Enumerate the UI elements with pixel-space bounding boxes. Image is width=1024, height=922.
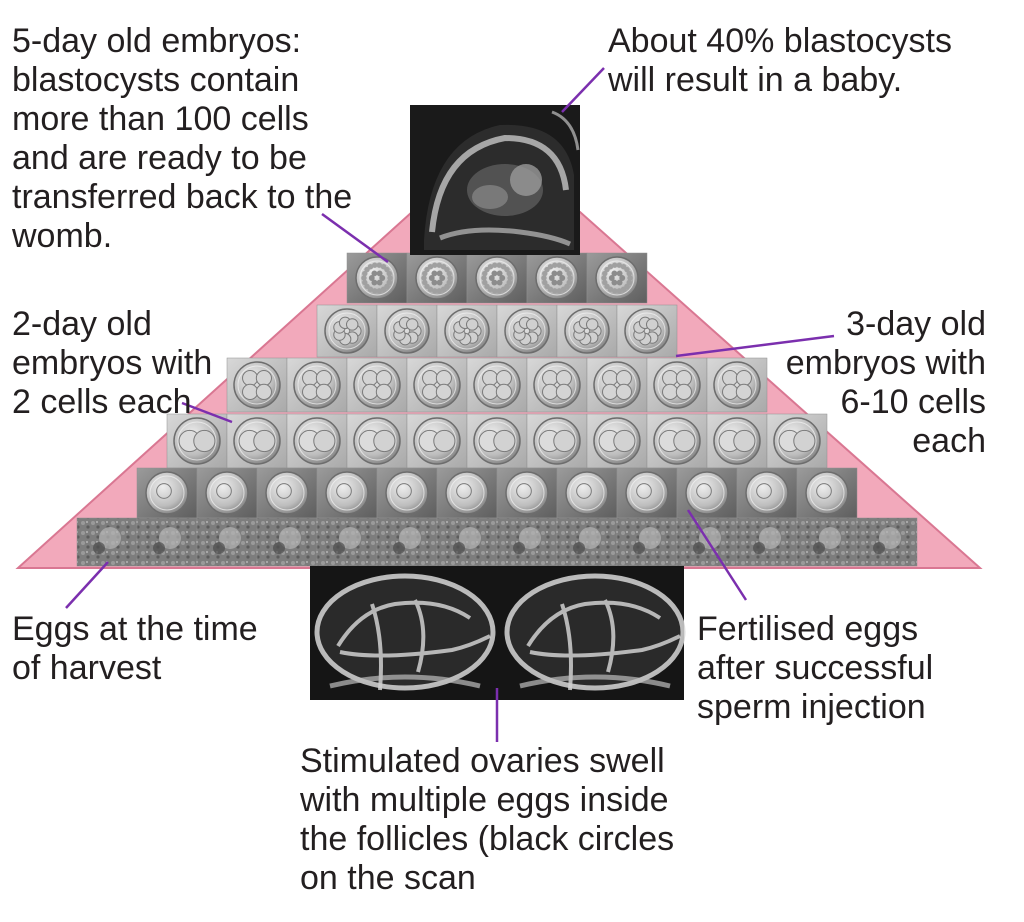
embryo-tile <box>646 357 708 413</box>
label-baby: About 40% blastocysts will result in a b… <box>608 22 952 99</box>
embryo-tile <box>466 413 528 469</box>
ovary-ultrasound-image <box>310 566 686 700</box>
leader-lines <box>65 67 835 742</box>
embryo-row-egg <box>76 517 918 567</box>
embryo-tile <box>316 304 378 358</box>
embryo-tile <box>676 467 738 519</box>
embryo-tile <box>526 413 588 469</box>
embryo-tile <box>586 252 648 304</box>
label-two-day: 2-day old embryos with 2 cells each <box>12 305 213 421</box>
embryo-row-blastocyst <box>346 252 648 304</box>
embryo-tile <box>496 304 558 358</box>
embryo-tile <box>406 357 468 413</box>
embryo-tile <box>346 252 408 304</box>
embryo-tile <box>196 467 258 519</box>
embryo-tile <box>226 357 288 413</box>
embryo-tile <box>796 517 858 567</box>
embryo-tile <box>586 413 648 469</box>
embryo-tile <box>436 304 498 358</box>
embryo-tile <box>136 467 198 519</box>
embryo-tile <box>526 357 588 413</box>
embryo-tile <box>706 357 768 413</box>
embryo-tile <box>496 517 558 567</box>
embryo-row-fertilised <box>136 467 858 519</box>
label-blastocyst: 5-day old embryos: blastocysts contain m… <box>12 22 353 255</box>
embryo-row-3-day <box>316 304 678 358</box>
embryo-tile <box>286 357 348 413</box>
embryo-tile <box>226 413 288 469</box>
embryo-tile <box>436 467 498 519</box>
label-three-day: 3-day old embryos with 6-10 cells each <box>785 305 986 460</box>
embryo-tile <box>466 252 528 304</box>
embryo-tile <box>406 413 468 469</box>
embryo-tile <box>376 467 438 519</box>
embryo-row-2-day <box>166 413 828 469</box>
embryo-tile <box>376 304 438 358</box>
embryo-tile <box>736 467 798 519</box>
ovary-scan-left <box>314 573 496 691</box>
embryo-tile <box>436 517 498 567</box>
embryo-tile <box>706 413 768 469</box>
embryo-tile <box>496 467 558 519</box>
embryo-tile <box>676 517 738 567</box>
embryo-tile <box>556 517 618 567</box>
leader-baby <box>561 67 605 113</box>
embryo-tile <box>256 467 318 519</box>
ovary-scan-right <box>504 573 686 691</box>
leader-eggs <box>65 561 109 609</box>
embryo-tile <box>76 517 138 567</box>
embryo-tile <box>316 467 378 519</box>
label-ovaries: Stimulated ovaries swell with multiple e… <box>300 742 675 897</box>
embryo-tile <box>616 304 678 358</box>
embryo-tile <box>616 467 678 519</box>
embryo-tile <box>586 357 648 413</box>
embryo-tile <box>166 413 228 469</box>
embryo-tile <box>286 413 348 469</box>
embryo-rows <box>76 252 918 567</box>
embryo-tile <box>256 517 318 567</box>
embryo-tile <box>196 517 258 567</box>
embryo-tile <box>556 304 618 358</box>
embryo-tile <box>346 357 408 413</box>
embryo-tile <box>556 467 618 519</box>
embryo-tile <box>316 517 378 567</box>
embryo-tile <box>856 517 918 567</box>
embryo-tile <box>766 413 828 469</box>
label-eggs: Eggs at the time of harvest <box>12 610 258 687</box>
embryo-tile <box>136 517 198 567</box>
label-fertilised: Fertilised eggs after successful sperm i… <box>697 610 934 726</box>
embryo-tile <box>796 467 858 519</box>
leader-two-day <box>181 401 233 424</box>
embryo-tile <box>466 357 528 413</box>
embryo-tile <box>406 252 468 304</box>
baby-ultrasound-image <box>410 105 580 255</box>
leader-blastocyst <box>321 212 389 264</box>
embryo-row-3-day-4cell <box>226 357 768 413</box>
embryo-tile <box>346 413 408 469</box>
embryo-tile <box>646 413 708 469</box>
embryo-tile <box>376 517 438 567</box>
embryo-tile <box>526 252 588 304</box>
leader-fertilised <box>686 509 748 601</box>
embryo-tile <box>736 517 798 567</box>
leader-three-day <box>675 334 835 358</box>
embryo-tile <box>616 517 678 567</box>
